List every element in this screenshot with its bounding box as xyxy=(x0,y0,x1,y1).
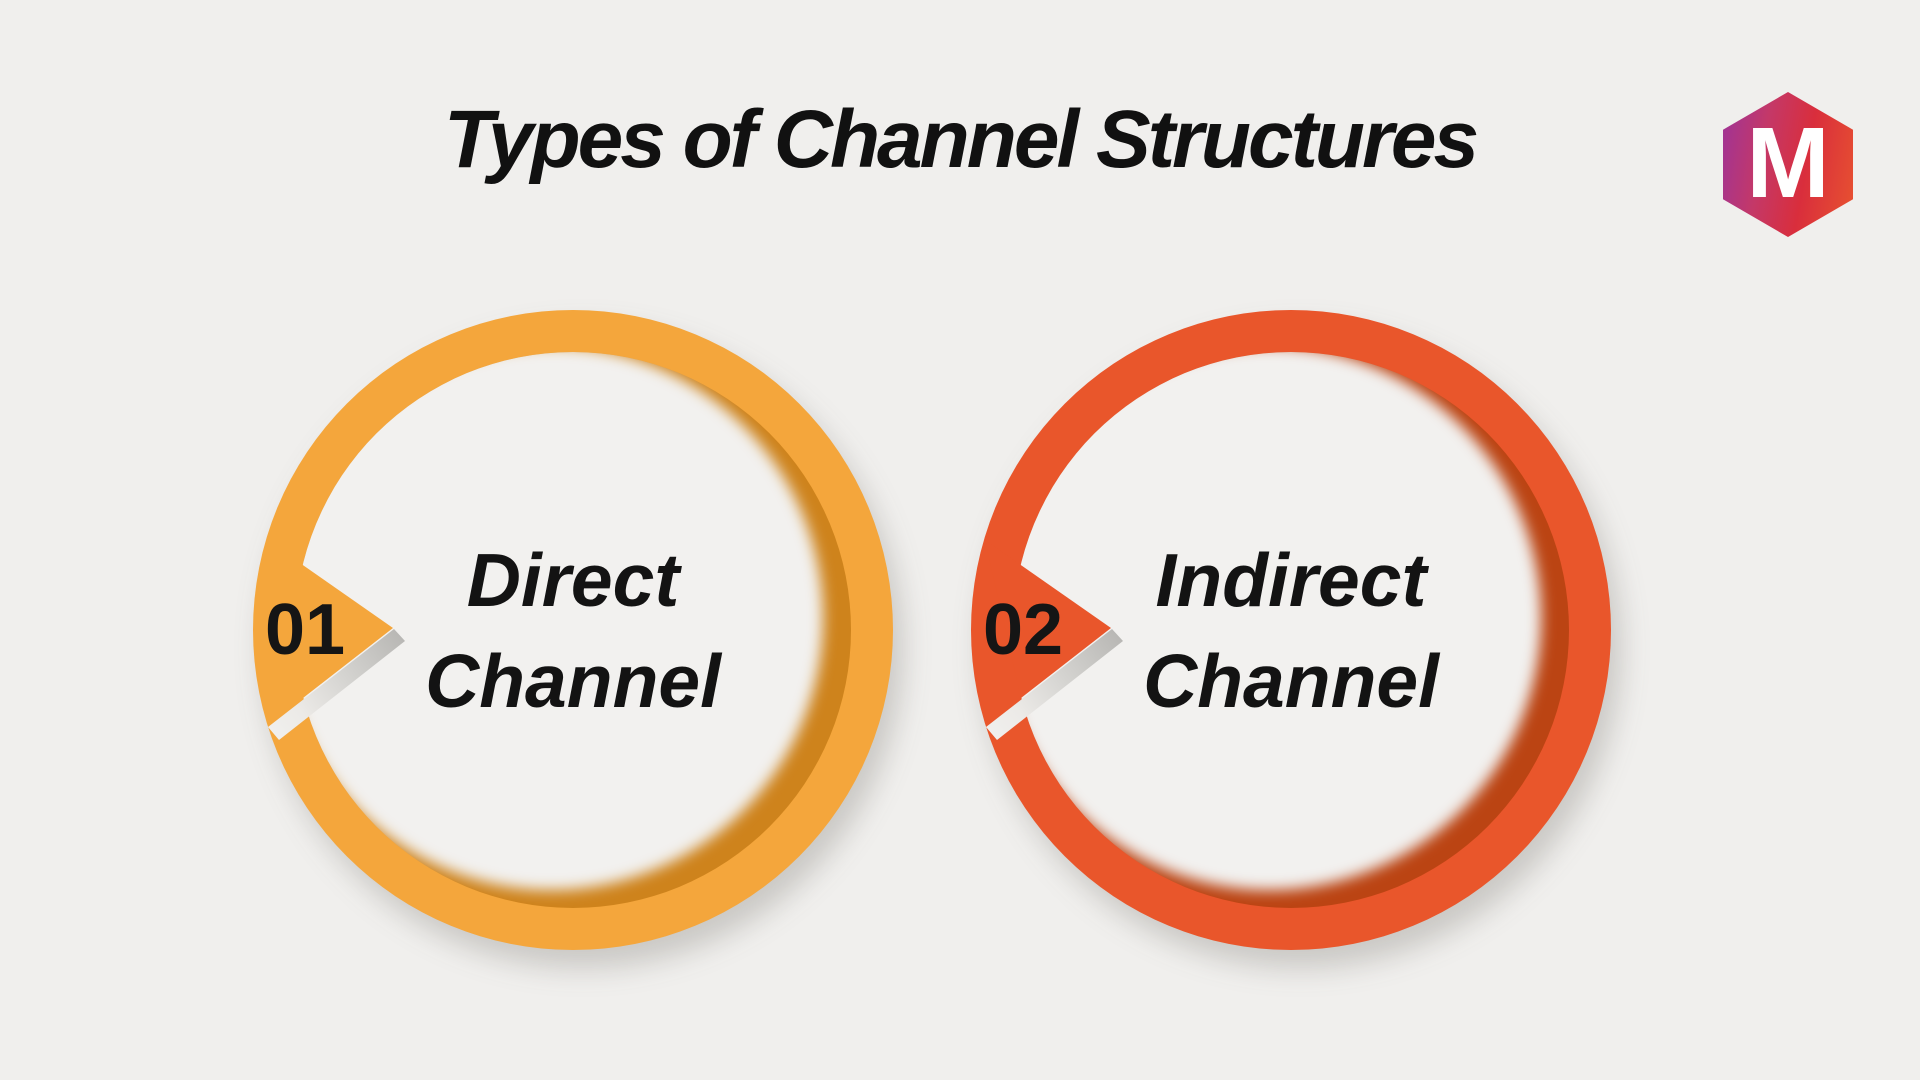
item-number-badge: 02 xyxy=(983,590,1063,670)
badge-fold-shadow xyxy=(268,629,405,740)
ring-inner-shading xyxy=(295,352,851,908)
direct-channel-ring-graphic: 01 xyxy=(253,310,893,950)
brand-logo-letter: M xyxy=(1746,106,1830,219)
direct-channel-label: Direct Channel xyxy=(273,530,873,732)
indirect-channel-label: Indirect Channel xyxy=(991,530,1591,732)
label-line-2: Channel xyxy=(425,639,721,723)
page-title: Types of Channel Structures xyxy=(443,94,1479,185)
label-line-1: Indirect xyxy=(1155,538,1427,622)
item-indirect-channel: 02 Indirect Channel xyxy=(911,250,1671,1010)
item-direct-channel: 01 Direct Channel xyxy=(193,250,953,1010)
label-line-1: Direct xyxy=(466,538,680,622)
indirect-channel-ring-graphic: 02 xyxy=(971,310,1611,950)
item-number-badge: 01 xyxy=(265,590,345,670)
badge-fold-shadow xyxy=(986,629,1123,740)
label-line-2: Channel xyxy=(1143,639,1439,723)
badge-arrow-icon xyxy=(267,540,393,698)
badge-arrow-icon xyxy=(985,540,1111,698)
